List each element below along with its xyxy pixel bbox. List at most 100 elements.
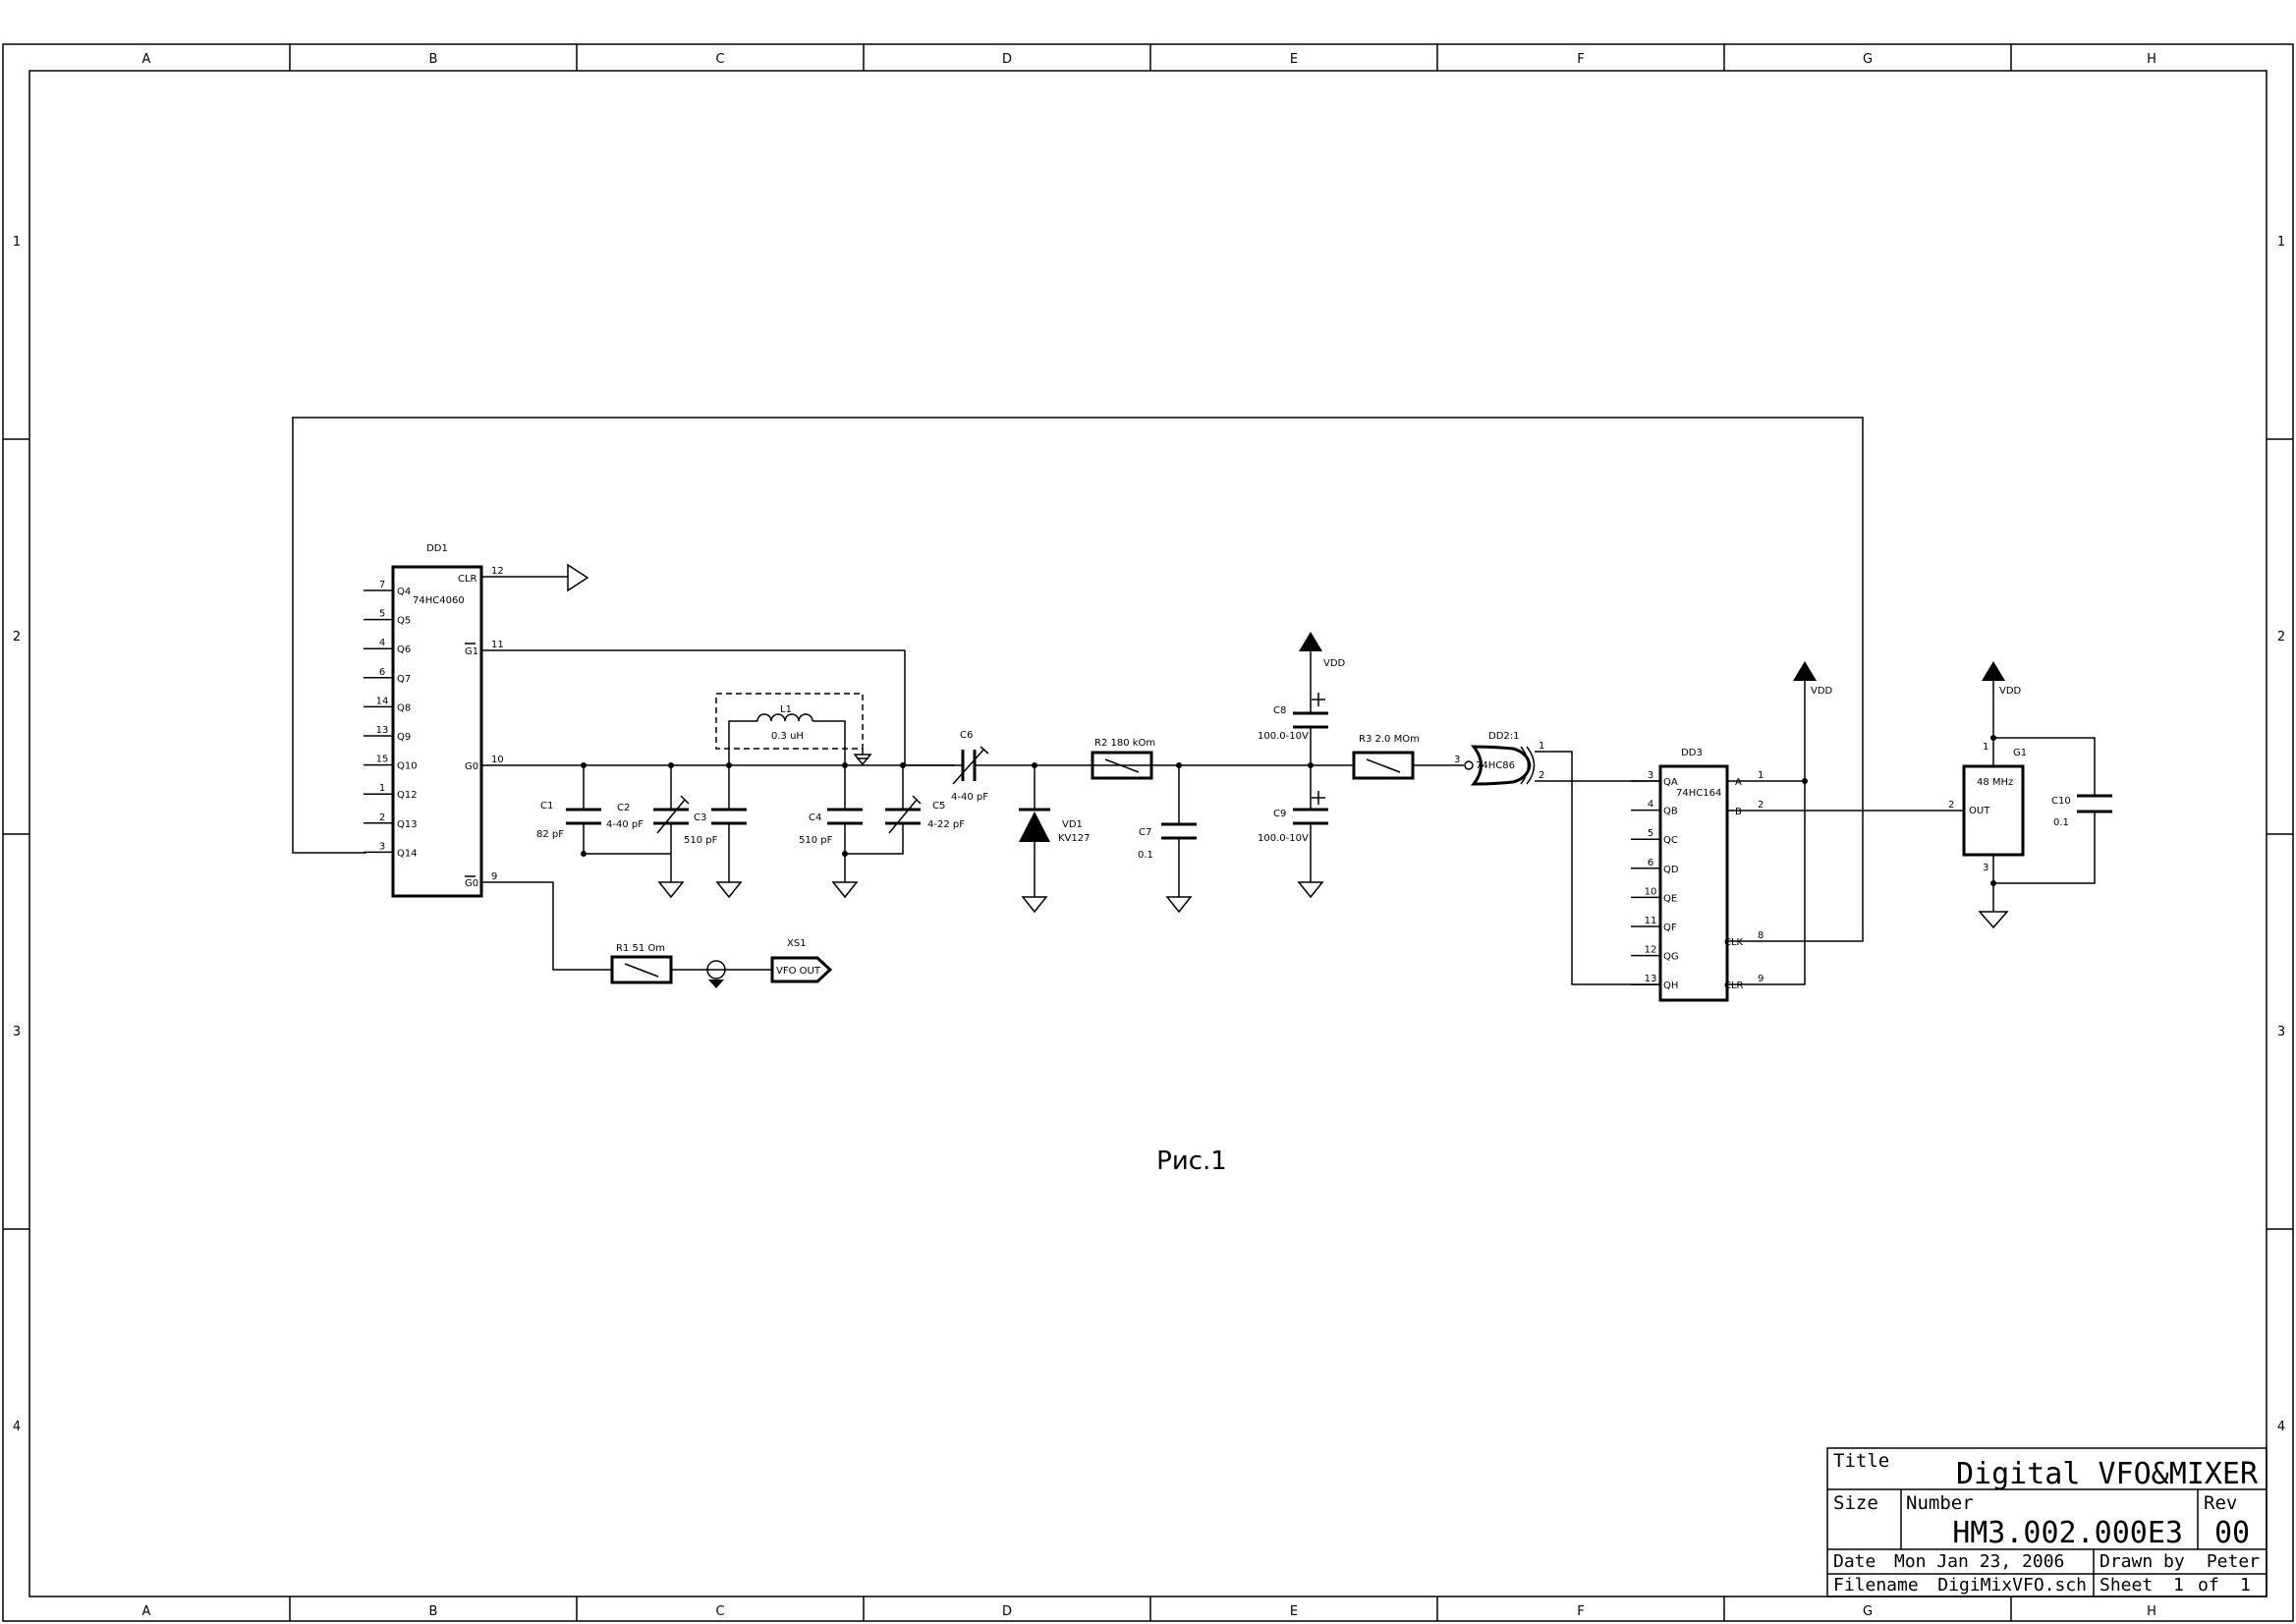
filename-label: Filename [1833, 1575, 1919, 1596]
zone-labels: A B C D E F G H A B C D E F G H 1 2 3 4 … [13, 52, 2285, 1619]
dd3-vdd: VDD [1793, 661, 1833, 781]
dd3-left-pin-name: QF [1663, 923, 1677, 933]
dd3-left-pin-name: QA [1663, 777, 1678, 788]
dd2-part: 74HC86 [1476, 760, 1515, 771]
c4-ref: C4 [809, 812, 821, 823]
sheet-of-label: of [2198, 1575, 2219, 1596]
dd3-right-pins: A 1 B 2 CLK 8 CLR 9 [1724, 770, 1964, 991]
zone-row-4-right: 4 [2277, 1420, 2285, 1434]
dd1-left-pin-name: Q10 [397, 761, 418, 772]
r3-label: R3 2.0 MOm [1359, 734, 1420, 745]
zone-col-a-top: A [142, 52, 151, 67]
c10-ref: C10 [2051, 796, 2071, 807]
c2-value: 4-40 pF [606, 819, 644, 830]
c7-ref: C7 [1139, 827, 1151, 838]
c5-ref: C5 [932, 801, 945, 812]
zone-col-c-top: C [715, 52, 724, 67]
dd1-left-pin-num: 14 [376, 696, 389, 706]
dd2-pin-a: 1 [1539, 741, 1544, 752]
dd3-left-pin-num: 4 [1648, 800, 1653, 811]
date-value: Mon Jan 23, 2006 [1894, 1551, 2064, 1572]
dd1-left-pin-name: Q7 [397, 674, 411, 685]
zone-col-c-bottom: C [715, 1604, 724, 1619]
c8-vdd-label: VDD [1323, 658, 1346, 669]
dd3-pin-clr-name: CLR [1724, 980, 1744, 991]
c4-capacitor: C4 510 pF [799, 765, 863, 899]
vd1-value: KV127 [1058, 833, 1091, 844]
dd3-left-pin-name: QG [1663, 952, 1679, 963]
rev-label: Rev [2204, 1492, 2237, 1514]
filename-value: DigiMixVFO.sch [1937, 1575, 2087, 1596]
dd1-pin-g0b-name: G0 [465, 878, 478, 889]
dd3-left-pin-name: QE [1663, 893, 1677, 904]
dd3-left-pin-name: QD [1663, 865, 1679, 875]
dd1-left-pin-num: 6 [379, 667, 385, 678]
dd1-left-pin-num: 1 [379, 783, 385, 794]
c6-ref: C6 [960, 730, 973, 741]
zone-col-g-bottom: G [1863, 1604, 1873, 1619]
g1-pin-gnd: 3 [1983, 863, 1988, 873]
dd3-pin-a-name: A [1735, 777, 1742, 788]
g1-pin-out: 2 [1948, 800, 1954, 811]
figure-caption: Рис.1 [1156, 1147, 1227, 1176]
r3-resistor: R3 2.0 MOm [1352, 734, 1464, 780]
dd1-ref: DD1 [426, 543, 448, 554]
dd3-left-pin-num: 6 [1648, 858, 1653, 868]
zone-col-h-bottom: H [2147, 1604, 2156, 1619]
dd1-left-pin-name: Q5 [397, 616, 411, 627]
zone-row-1-right: 1 [2277, 235, 2285, 250]
dd1-left-pin-name: Q14 [397, 848, 418, 859]
zone-col-e-bottom: E [1290, 1604, 1298, 1619]
dd3-pin-clk-name: CLK [1724, 937, 1744, 948]
vd1-ref: VD1 [1062, 819, 1083, 830]
c1-capacitor: C1 82 pF [536, 765, 601, 854]
c9-ref: C9 [1273, 809, 1286, 819]
c7-value: 0.1 [1138, 850, 1153, 861]
r1-label: R1 51 Om [616, 943, 665, 954]
dd1-counter: DD1 74HC4060 [391, 543, 483, 898]
c5-trimmer-capacitor: C5 4-22 pF [845, 765, 965, 855]
c4-value: 510 pF [799, 835, 833, 846]
g1-freq: 48 MHz [1977, 777, 2013, 788]
zone-row-2-right: 2 [2277, 630, 2285, 644]
zone-row-1-left: 1 [13, 235, 21, 250]
c10-value: 0.1 [2053, 817, 2069, 828]
dd3-left-pin-name: QC [1663, 835, 1678, 846]
r1-resistor: R1 51 Om [610, 943, 772, 984]
zone-col-d-top: D [1002, 52, 1012, 67]
dd3-shift-register: DD3 74HC164 [1658, 748, 1729, 1002]
c6-trimmer-capacitor: C6 4-40 pF [903, 730, 1179, 803]
dd3-left-pin-name: QB [1663, 807, 1678, 817]
dd1-left-pin-name: Q6 [397, 644, 411, 655]
zone-row-4-left: 4 [13, 1420, 21, 1434]
g1-ref: G1 [2013, 748, 2027, 758]
dd1-left-pin-num: 4 [379, 638, 385, 648]
zone-col-b-bottom: B [429, 1604, 438, 1619]
dd1-left-pin-name: Q12 [397, 790, 418, 801]
dd3-left-pin-num: 11 [1645, 916, 1657, 926]
date-label: Date [1833, 1551, 1876, 1572]
zone-row-3-right: 3 [2277, 1025, 2285, 1039]
xs1-ref: XS1 [787, 938, 807, 949]
dd2-pin-out: 3 [1454, 755, 1460, 765]
dd1-left-pin-num: 2 [379, 812, 385, 823]
drawn-value: Peter [2207, 1551, 2260, 1572]
dd3-ref: DD3 [1681, 748, 1703, 758]
dd1-pin-clr-name: CLR [458, 574, 477, 585]
c8-ref: C8 [1273, 705, 1286, 716]
dd3-pin-b-name: B [1735, 807, 1742, 817]
number-label: Number [1906, 1492, 1974, 1514]
zone-col-d-bottom: D [1002, 1604, 1012, 1619]
size-label: Size [1833, 1492, 1878, 1514]
c2-trimmer-capacitor: C2 4-40 pF [606, 765, 690, 899]
r2-resistor: R2 180 kOm [1091, 738, 1155, 780]
zone-col-b-top: B [429, 52, 438, 67]
dd3-pin-8-num: 8 [1758, 930, 1764, 941]
zone-col-a-bottom: A [142, 1604, 151, 1619]
clr-reset-symbol [567, 563, 589, 592]
c2-ref: C2 [617, 803, 630, 813]
c3-value: 510 pF [684, 835, 718, 846]
sheet-total: 1 [2240, 1575, 2251, 1596]
